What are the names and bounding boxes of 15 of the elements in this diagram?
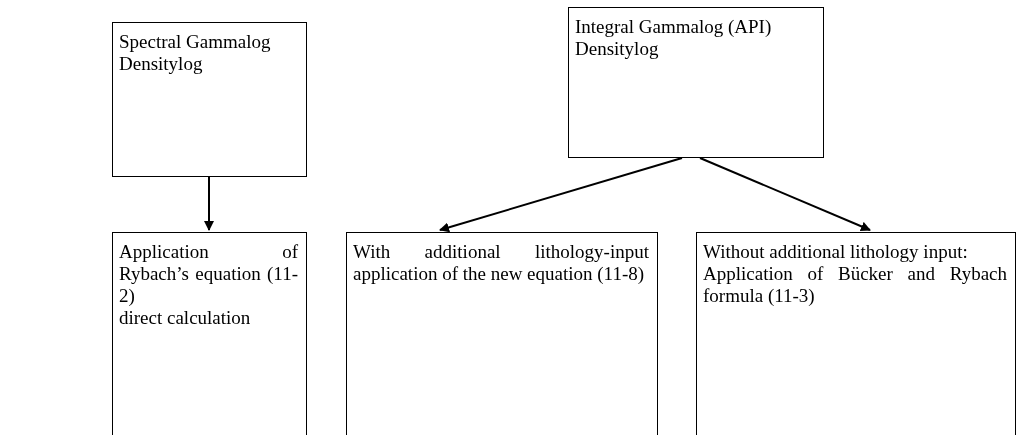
process-box [112,22,307,177]
box-text: Without additional lithology input: [703,241,969,263]
arrow [699,157,871,232]
process-box [568,7,824,158]
arrow [204,176,214,231]
box-text: Application of Bücker and Rybach formula (11-3) [703,263,1007,307]
process-box [696,232,1016,435]
process-box [346,232,658,435]
box-text: Integral Gammalog (API) Densitylog [575,16,773,60]
box-text: With additional lithology-input application of the new equation (11-8) [353,241,649,285]
box-text: direct calculation [119,307,252,329]
process-box [112,232,307,435]
arrow [439,157,683,233]
box-text: Spectral Gammalog Densitylog [119,31,272,75]
box-text: Application of Rybach’s equation (11-2) [119,241,298,307]
